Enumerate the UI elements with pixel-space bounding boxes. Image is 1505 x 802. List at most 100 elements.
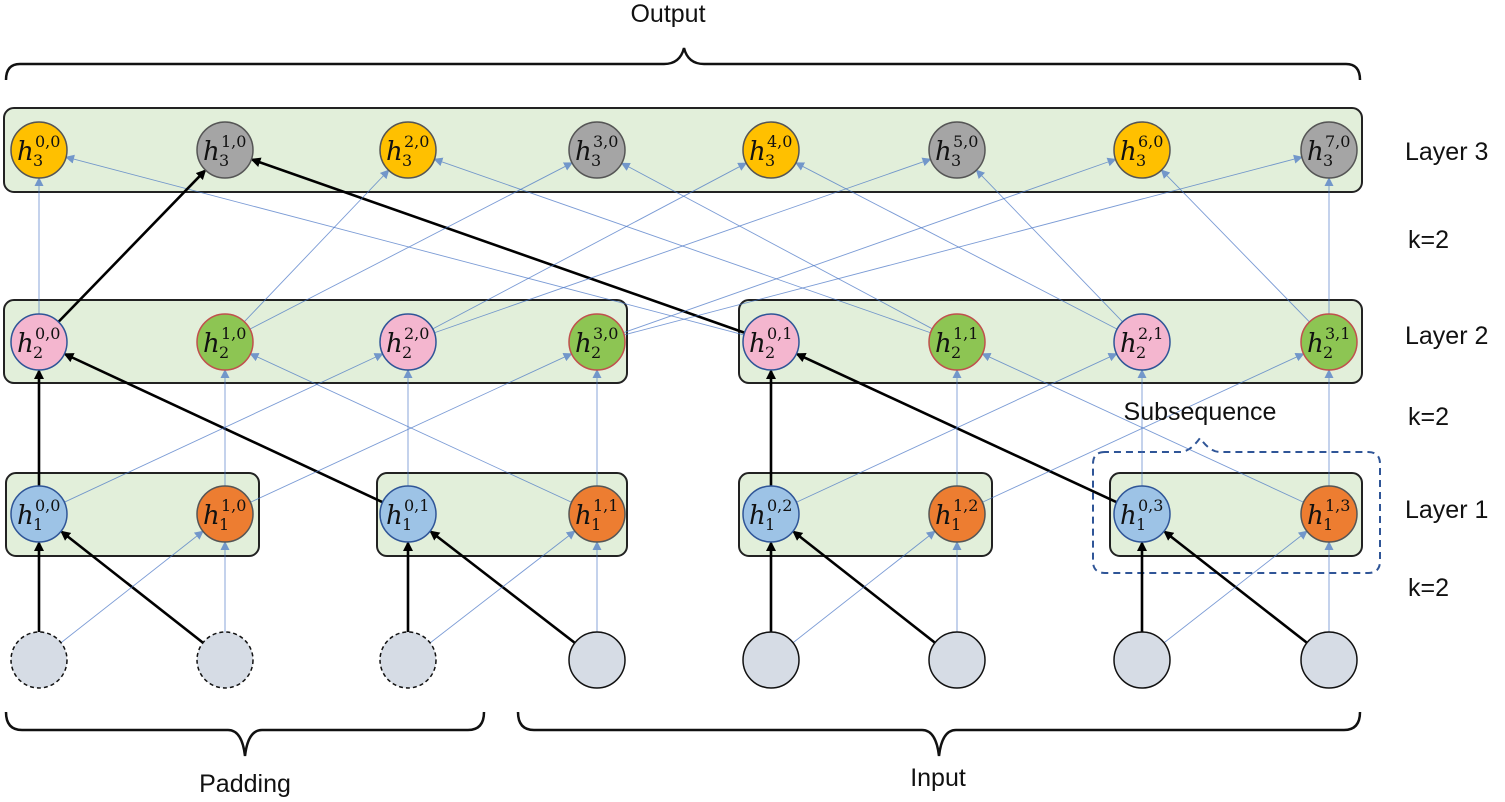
node-superscript: 1,1 [593, 496, 618, 515]
edge-layer2-to-layer3 [57, 169, 207, 323]
edge-input-to-layer1 [60, 530, 204, 644]
node-superscript: 1,2 [953, 496, 978, 515]
edge-layer1-to-layer2 [64, 353, 384, 503]
edge-input-to-layer1 [1163, 530, 1308, 644]
edge-input-to-layer1 [792, 530, 936, 644]
input-node-4 [742, 631, 800, 689]
output-label: Output [630, 0, 705, 28]
edge-layer2-to-layer3 [243, 169, 390, 323]
node-subscript: 3 [402, 151, 412, 170]
input-node-3 [568, 631, 626, 689]
node-superscript: 0,0 [35, 496, 60, 515]
node-superscript: 5,0 [953, 132, 978, 151]
k-label-bottom: k=2 [1408, 574, 1449, 602]
node-superscript: 3,0 [593, 324, 618, 343]
edge-layer2-to-layer3 [250, 157, 746, 334]
node-symbol: h [386, 501, 403, 531]
node-symbol: h [575, 137, 592, 167]
node-superscript: 6,0 [1138, 132, 1163, 151]
node-subscript: 2 [1323, 343, 1333, 362]
input-brace [516, 711, 1362, 757]
edges-layer [34, 154, 1334, 644]
node-superscript: 0,0 [35, 132, 60, 151]
node-superscript: 0,2 [767, 496, 792, 515]
node-subscript: 1 [1323, 515, 1333, 534]
node-subscript: 2 [219, 343, 229, 362]
node-superscript: 1,0 [221, 132, 246, 151]
edge-layer2-to-layer3 [249, 162, 574, 330]
node-symbol: h [386, 329, 403, 359]
node-subscript: 2 [765, 343, 775, 362]
node-subscript: 1 [219, 515, 229, 534]
node-symbol: h [203, 501, 220, 531]
node-subscript: 2 [33, 343, 43, 362]
edge-input-to-layer1 [429, 530, 576, 644]
node-symbol: h [749, 501, 766, 531]
subsequence-label: Subsequence [1124, 398, 1277, 426]
node-subscript: 1 [402, 515, 412, 534]
edge-layer2-to-layer3 [620, 162, 933, 330]
edge-input-to-layer1 [1163, 530, 1308, 644]
edge-layer2-to-layer3 [432, 162, 748, 330]
edge-input-to-layer1 [60, 530, 204, 644]
node-superscript: 3,0 [593, 132, 618, 151]
node-subscript: 3 [33, 151, 43, 170]
padding-node-1 [196, 631, 254, 689]
padding-brace [4, 711, 486, 757]
layer2-box-left [3, 299, 628, 384]
node-superscript: 1,3 [1325, 496, 1350, 515]
node-subscript: 3 [591, 151, 601, 170]
node-symbol: h [935, 501, 952, 531]
edge-layer1-to-layer2 [250, 353, 573, 503]
layer1-label: Layer 1 [1405, 496, 1488, 524]
node-subscript: 1 [33, 515, 43, 534]
node-subscript: 2 [591, 343, 601, 362]
node-superscript: 2,1 [1138, 324, 1163, 343]
layer2-box-right [738, 299, 1363, 384]
node-superscript: 2,0 [404, 324, 429, 343]
node-superscript: 3,1 [1325, 324, 1350, 343]
edge-layer2-to-layer3 [1160, 169, 1310, 323]
node-superscript: 1,0 [221, 496, 246, 515]
node-superscript: 1,1 [953, 324, 978, 343]
node-superscript: 2,0 [404, 132, 429, 151]
node-subscript: 3 [219, 151, 229, 170]
edge-layer2-to-layer3 [65, 154, 745, 336]
output-brace [4, 47, 1362, 81]
node-subscript: 3 [1136, 151, 1146, 170]
node-symbol: h [1307, 137, 1324, 167]
input-node-5 [928, 631, 986, 689]
edge-layer2-to-layer3 [623, 157, 1117, 334]
node-symbol: h [203, 329, 220, 359]
node-subscript: 3 [951, 151, 961, 170]
node-symbol: h [1120, 137, 1137, 167]
node-subscript: 2 [1136, 343, 1146, 362]
node-superscript: 7,0 [1325, 132, 1350, 151]
node-symbol: h [749, 329, 766, 359]
node-superscript: 0,3 [1138, 496, 1163, 515]
edge-layer2-to-layer3 [975, 169, 1123, 323]
edge-input-to-layer1 [429, 530, 576, 644]
node-symbol: h [575, 329, 592, 359]
node-symbol: h [1307, 501, 1324, 531]
node-subscript: 3 [765, 151, 775, 170]
layer2-label: Layer 2 [1405, 322, 1488, 350]
node-symbol: h [575, 501, 592, 531]
node-symbol: h [935, 329, 952, 359]
